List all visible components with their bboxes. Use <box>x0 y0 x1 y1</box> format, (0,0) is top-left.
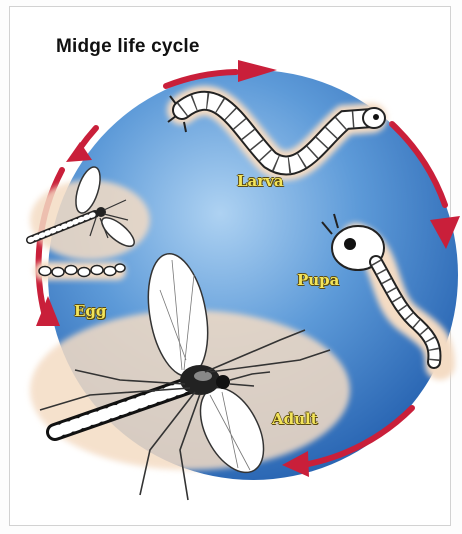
arrow-upper-left-icon <box>66 142 92 162</box>
page-title: Midge life cycle <box>56 36 200 58</box>
stage-label-larva: Larva <box>237 172 284 190</box>
ring-segment-top-left <box>80 128 96 148</box>
stage-label-egg: Egg <box>74 302 106 320</box>
stage-label-adult: Adult <box>272 410 318 428</box>
egg-cluster <box>34 262 126 280</box>
stage-label-pupa: Pupa <box>297 271 339 289</box>
